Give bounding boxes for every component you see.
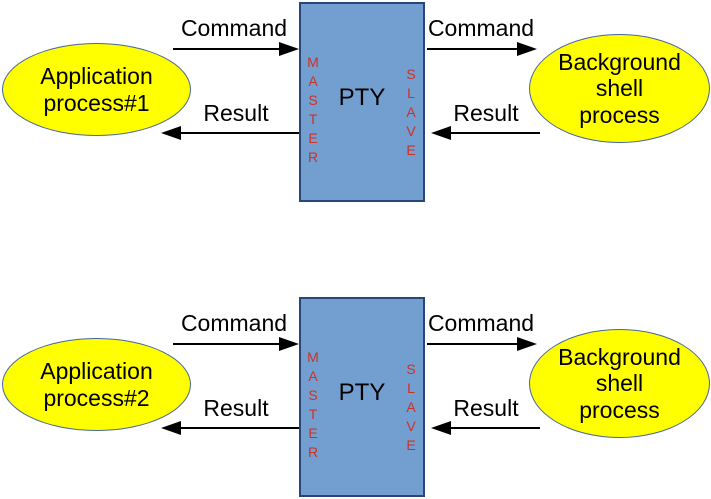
application-process-ellipse: Application process#1 bbox=[2, 43, 191, 136]
result-arrow-right-head bbox=[431, 421, 451, 435]
command-arrow-right-line bbox=[427, 343, 518, 345]
command-arrow-left-line bbox=[173, 343, 280, 345]
pty-box: MASTER PTY SLAVE bbox=[299, 297, 425, 497]
background-shell-label: Background shell process bbox=[558, 343, 681, 423]
background-shell-label: Background shell process bbox=[558, 48, 681, 128]
command-arrow-left-head bbox=[279, 42, 299, 56]
pty-label: PTY bbox=[338, 379, 386, 406]
command-label-right: Command bbox=[427, 15, 535, 41]
command-arrow-left-line bbox=[173, 48, 280, 50]
pty-box: MASTER PTY SLAVE bbox=[299, 2, 425, 202]
result-arrow-left-line bbox=[181, 427, 299, 429]
command-arrow-right-line bbox=[427, 48, 518, 50]
result-arrow-right-head bbox=[431, 126, 451, 140]
command-label-right: Command bbox=[427, 310, 535, 336]
master-label: MASTER bbox=[305, 349, 321, 463]
result-arrow-right-line bbox=[451, 427, 540, 429]
command-arrow-right-head bbox=[517, 337, 537, 351]
slave-label: SLAVE bbox=[403, 66, 419, 161]
command-arrow-left-head bbox=[279, 337, 299, 351]
command-label-left: Command bbox=[180, 310, 288, 336]
slave-label: SLAVE bbox=[403, 361, 419, 456]
application-process-ellipse: Application process#2 bbox=[2, 338, 191, 431]
result-label-left: Result bbox=[203, 395, 269, 421]
result-arrow-left-head bbox=[161, 126, 181, 140]
master-label: MASTER bbox=[305, 54, 321, 168]
pty-label: PTY bbox=[338, 84, 386, 111]
result-arrow-left-line bbox=[181, 132, 299, 134]
command-arrow-right-head bbox=[517, 42, 537, 56]
pty-diagram-1: Application process#1 Command Result MAS… bbox=[0, 0, 711, 204]
command-label-left: Command bbox=[180, 15, 288, 41]
background-shell-ellipse: Background shell process bbox=[529, 34, 710, 143]
result-arrow-right-line bbox=[451, 132, 540, 134]
result-label-left: Result bbox=[203, 100, 269, 126]
application-process-label: Application process#1 bbox=[40, 63, 153, 116]
result-arrow-left-head bbox=[161, 421, 181, 435]
result-label-right: Result bbox=[453, 395, 519, 421]
application-process-label: Application process#2 bbox=[40, 358, 153, 411]
pty-diagram-2: Application process#2 Command Result MAS… bbox=[0, 295, 711, 499]
background-shell-ellipse: Background shell process bbox=[529, 329, 710, 438]
result-label-right: Result bbox=[453, 100, 519, 126]
